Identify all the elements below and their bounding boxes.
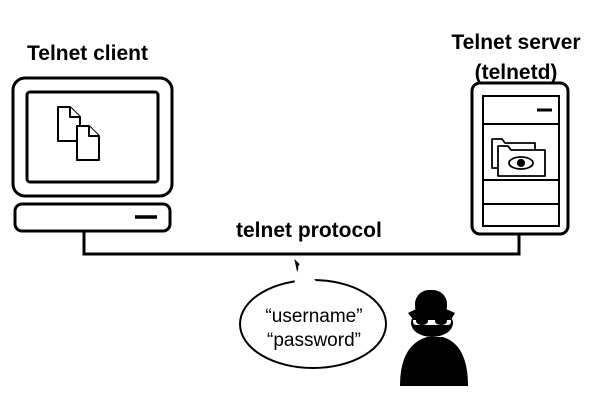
connection-line bbox=[82, 232, 521, 256]
bubble-text: “username” “password” bbox=[250, 305, 378, 353]
server-title-line2: (telnetd) bbox=[474, 61, 558, 84]
bubble-line-username: “username” bbox=[265, 306, 363, 327]
bubble-line-password: “password” bbox=[267, 330, 361, 351]
protocol-label: telnet protocol bbox=[236, 219, 382, 242]
client-computer bbox=[11, 76, 174, 233]
speech-bubble bbox=[239, 258, 387, 369]
server-title: Telnet server (telnetd) bbox=[436, 28, 596, 88]
folder-eye-icon bbox=[491, 138, 546, 177]
documents-icon bbox=[57, 106, 100, 161]
hacker-icon bbox=[400, 290, 468, 386]
server-title-line1: Telnet server bbox=[451, 31, 581, 54]
client-title: Telnet client bbox=[27, 42, 148, 65]
server-tower bbox=[470, 81, 570, 236]
